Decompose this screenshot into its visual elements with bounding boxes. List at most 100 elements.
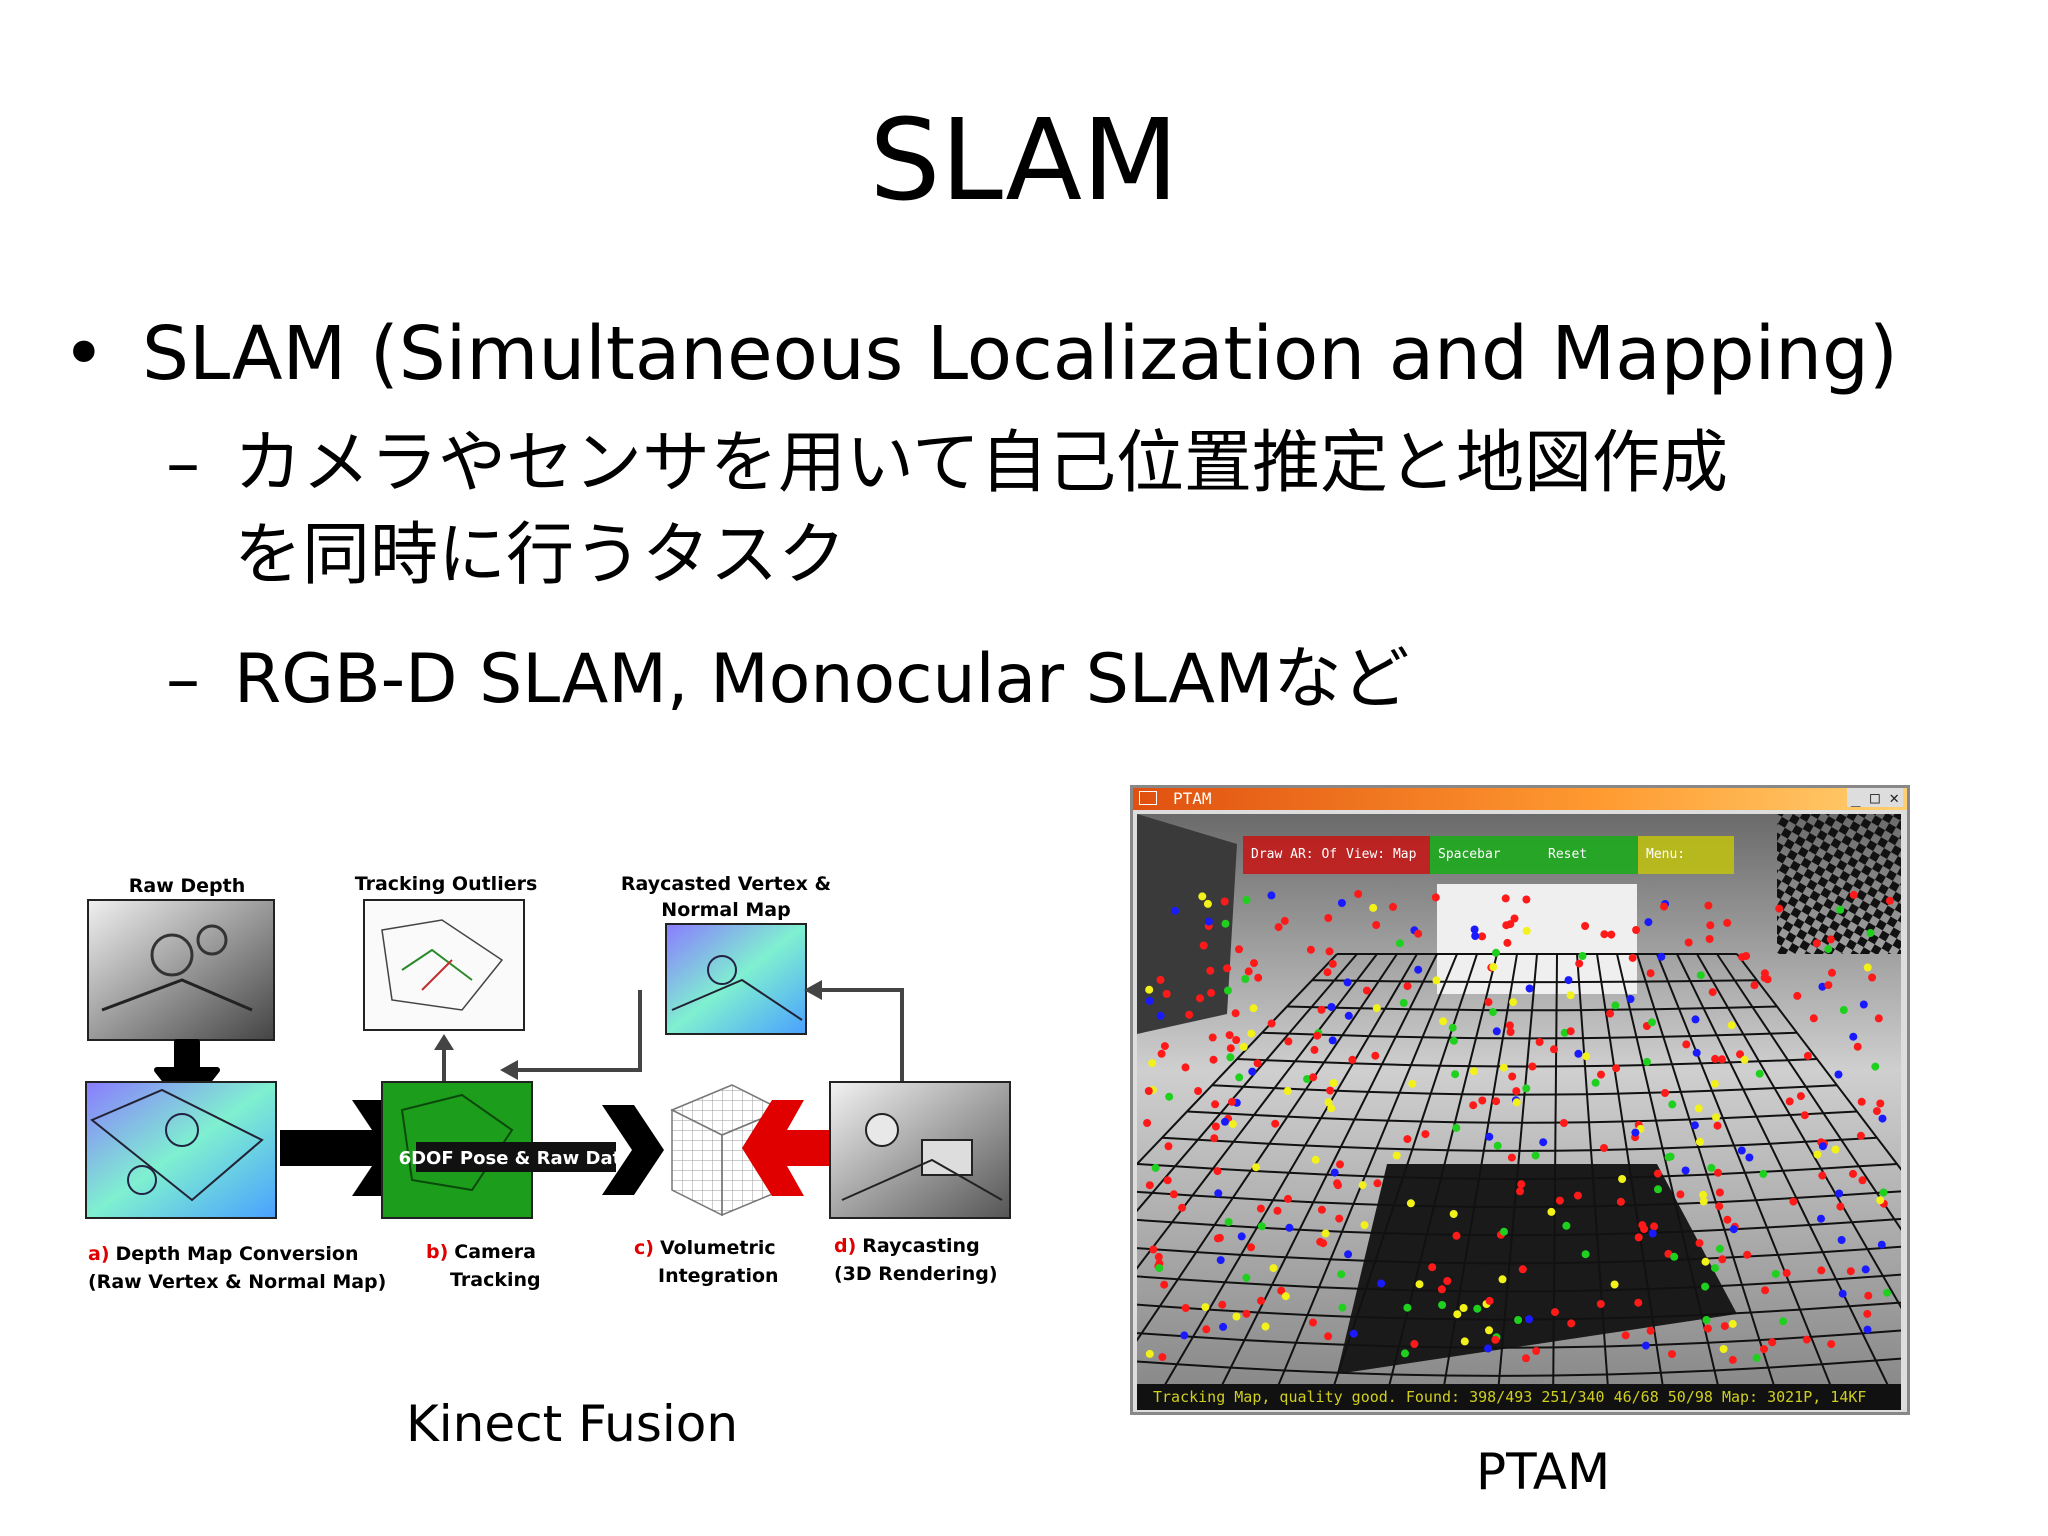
feature-point [1492,1097,1501,1106]
feature-point [1525,984,1534,993]
view-map-button[interactable]: View: Map [1338,836,1430,874]
feature-point [1164,1142,1173,1151]
feature-point [1596,1300,1605,1308]
feature-point [1256,1204,1265,1213]
grid-line [1596,953,1664,1384]
feature-point [1449,1210,1458,1218]
feature-point [1653,1169,1662,1178]
feature-point [1522,926,1531,935]
feature-point [1775,904,1784,913]
feature-point [1555,1196,1564,1205]
feature-point [1143,1119,1152,1127]
feature-point [1327,1104,1336,1113]
feature-point [1600,1144,1608,1152]
feature-point [1712,1113,1720,1122]
feature-point [1452,1123,1461,1132]
pose-label: 6DOF Pose & Raw Data [399,1148,634,1169]
raycasted-label-line1: Raycasted Vertex & [621,873,831,895]
feature-point [1718,1055,1726,1064]
feature-point [1499,1063,1508,1072]
feature-point [1160,1280,1169,1289]
feature-point [1691,1015,1700,1024]
feature-point [1864,1291,1873,1300]
feature-point [1453,1310,1462,1319]
feature-point [1277,1286,1286,1295]
feature-point [1531,1151,1540,1160]
feature-point [1431,893,1440,902]
feature-point [1694,1104,1703,1113]
feature-point [1876,1196,1885,1205]
feature-point [1779,1317,1788,1326]
window-controls[interactable]: _ □ ✕ [1846,788,1903,807]
feature-point [1269,1264,1278,1273]
feature-point [1522,1354,1530,1363]
feature-point [1539,1138,1548,1147]
feature-point [1145,996,1154,1005]
feature-point [1706,921,1715,930]
window-menu-icon[interactable] [1139,791,1157,805]
feature-point [1154,1252,1163,1261]
feature-point [1406,1199,1415,1208]
feature-point [1695,1239,1704,1248]
feature-point [1710,1079,1719,1088]
raycast-render-image [829,1081,1011,1219]
feature-point [1242,896,1251,904]
feature-point [1327,1003,1336,1011]
feature-point [1271,1119,1280,1128]
feature-point [1237,1232,1246,1241]
feature-point [1522,1084,1531,1093]
tracking-outliers-label: Tracking Outliers [355,873,538,895]
feature-point [1535,1038,1544,1046]
reset-button[interactable]: Reset [1540,836,1638,874]
feature-point [1303,1075,1312,1083]
feature-point [1634,1298,1643,1307]
feature-point [1421,1130,1430,1139]
feature-point [1432,976,1441,985]
caption-c-letter: c) [634,1237,654,1259]
bullet-slam: •SLAM (Simultaneous Localization and Map… [62,306,1898,402]
feature-point [1223,964,1232,973]
feature-point [1470,925,1479,934]
feature-point [1761,1286,1770,1295]
feature-point [1239,1042,1248,1051]
feature-point [1460,1337,1469,1346]
spacebar-button[interactable]: Spacebar [1430,836,1540,874]
feature-point [1328,1036,1337,1045]
feature-point [1165,1092,1174,1101]
caption-d-letter: d) [834,1235,856,1257]
feature-point [1559,1119,1568,1127]
feature-point [1149,1245,1158,1254]
feature-point [1648,1229,1657,1238]
feature-point [1849,1032,1858,1041]
feature-point [1868,973,1877,982]
pose-label-bg [416,1142,616,1172]
feature-point [1824,945,1833,954]
ptam-menu-bar: Draw AR: Off View: Map Spacebar Reset Me… [1243,836,1734,874]
caption-a: a)Depth Map Conversion [88,1243,359,1265]
feature-point [1720,1322,1729,1331]
feature-point [1522,895,1531,904]
feature-point [1711,1054,1720,1063]
feature-point [1226,1044,1235,1053]
feature-point [1715,1202,1724,1211]
feature-point [1250,959,1258,968]
feature-point [1863,963,1872,972]
scene-checkerboard [1777,814,1901,954]
feature-point [1849,1169,1857,1178]
menu-button[interactable]: Menu: [1638,836,1734,874]
feature-point [1180,1331,1189,1340]
feature-point [1824,981,1833,990]
sub-bullet-definition: –カメラやセンサを用いて自己位置推定と地図作成 を同時に行うタスク [166,418,1728,602]
feature-point [1876,1099,1885,1108]
feature-point [1206,966,1215,975]
feature-point [1204,917,1213,926]
feature-point [1782,1269,1791,1278]
feature-point [1718,1255,1727,1264]
feature-point [1644,918,1653,927]
feature-point [1284,1037,1293,1046]
feature-point [1650,1222,1659,1231]
feature-point [1283,1087,1292,1095]
feature-point [1369,903,1378,912]
feature-point [1439,1017,1448,1026]
draw-ar-button[interactable]: Draw AR: Off [1243,836,1338,874]
